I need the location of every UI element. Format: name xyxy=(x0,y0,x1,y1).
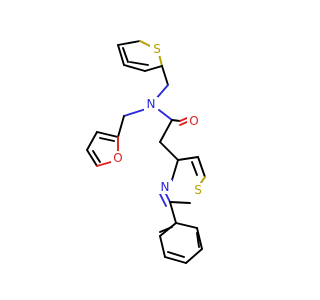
thiophene-sulfur-label: S xyxy=(153,42,161,56)
amide-nitrogen-label: N xyxy=(147,97,156,111)
amide-group xyxy=(158,109,188,161)
furan-ring xyxy=(86,131,119,167)
thiazole-sulfur-label: S xyxy=(194,183,202,197)
carbonyl-oxygen-label: O xyxy=(189,114,198,128)
molecule-structure-diagram: S N O O N S xyxy=(86,40,206,264)
phenyl-ring xyxy=(159,201,203,264)
methylene-linkers xyxy=(117,65,169,138)
atom-labels: S N O O N S xyxy=(111,42,205,197)
furan-oxygen-label: O xyxy=(113,151,122,165)
thiazole-nitrogen-label: N xyxy=(161,180,170,194)
